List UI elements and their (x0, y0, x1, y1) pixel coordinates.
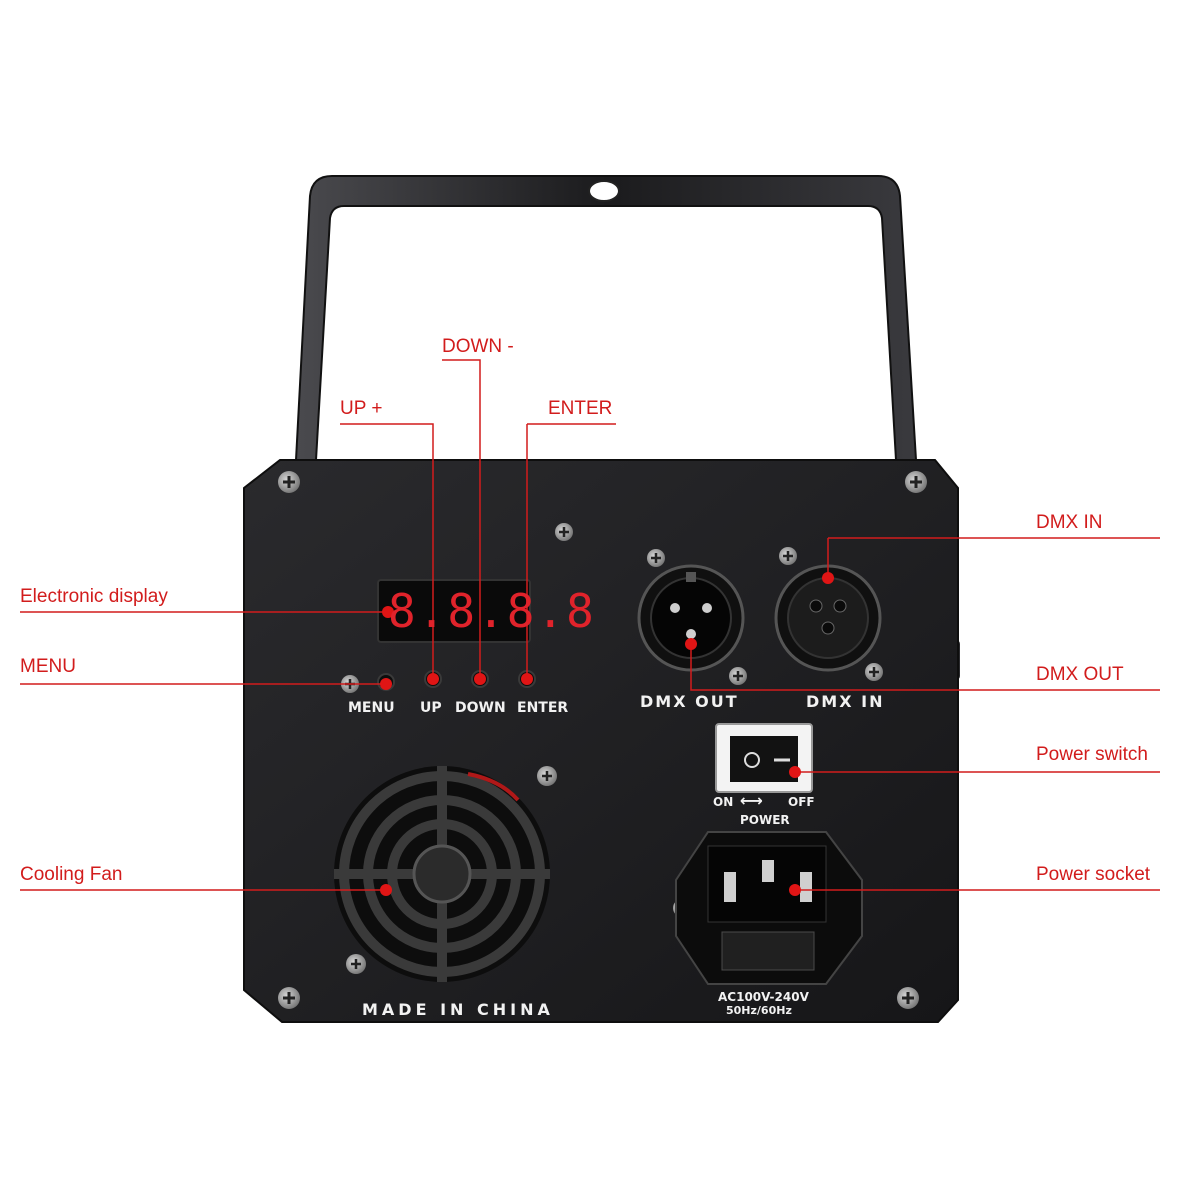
callout-lines (20, 359, 1160, 891)
down-button-label: DOWN (455, 700, 506, 716)
up-button-label: UP (420, 700, 442, 716)
callout-dmx-out: DMX OUT (1036, 664, 1124, 685)
enter-button-label: ENTER (517, 700, 569, 716)
switch-arrow-icon: ⟷ (740, 791, 763, 810)
dmx-in-label: DMX IN (806, 692, 885, 711)
power-label: POWER (740, 813, 790, 827)
callout-menu: MENU (20, 656, 76, 677)
voltage-rating: AC100V-240V (718, 990, 809, 1004)
callout-dots (380, 572, 834, 896)
callout-down: DOWN - (442, 336, 514, 357)
led-display (377, 579, 531, 643)
callout-enter: ENTER (548, 398, 613, 419)
callout-power-switch: Power switch (1036, 744, 1148, 765)
callout-power-socket: Power socket (1036, 864, 1151, 885)
power-socket (675, 831, 863, 985)
power-switch (715, 723, 813, 793)
switch-on-label: ON (713, 795, 734, 809)
dmx-out-label: DMX OUT (640, 692, 739, 711)
made-in-label: MADE IN CHINA (362, 1000, 554, 1019)
callout-electronic-display: Electronic display (20, 586, 168, 607)
callout-dmx-in: DMX IN (1036, 512, 1103, 533)
menu-button-label: MENU (348, 700, 395, 716)
display-digits: 8.8.8.8 (388, 584, 596, 638)
callout-up: UP + (340, 398, 383, 419)
panel-screws (278, 471, 927, 1009)
dmx-in-connector (774, 564, 882, 672)
cooling-fan (334, 766, 550, 982)
frequency-rating: 50Hz/60Hz (726, 1004, 792, 1017)
switch-off-label: OFF (788, 795, 815, 809)
dmx-out-connector (637, 564, 745, 672)
bracket-hole (588, 180, 620, 202)
callout-cooling-fan: Cooling Fan (20, 864, 123, 885)
